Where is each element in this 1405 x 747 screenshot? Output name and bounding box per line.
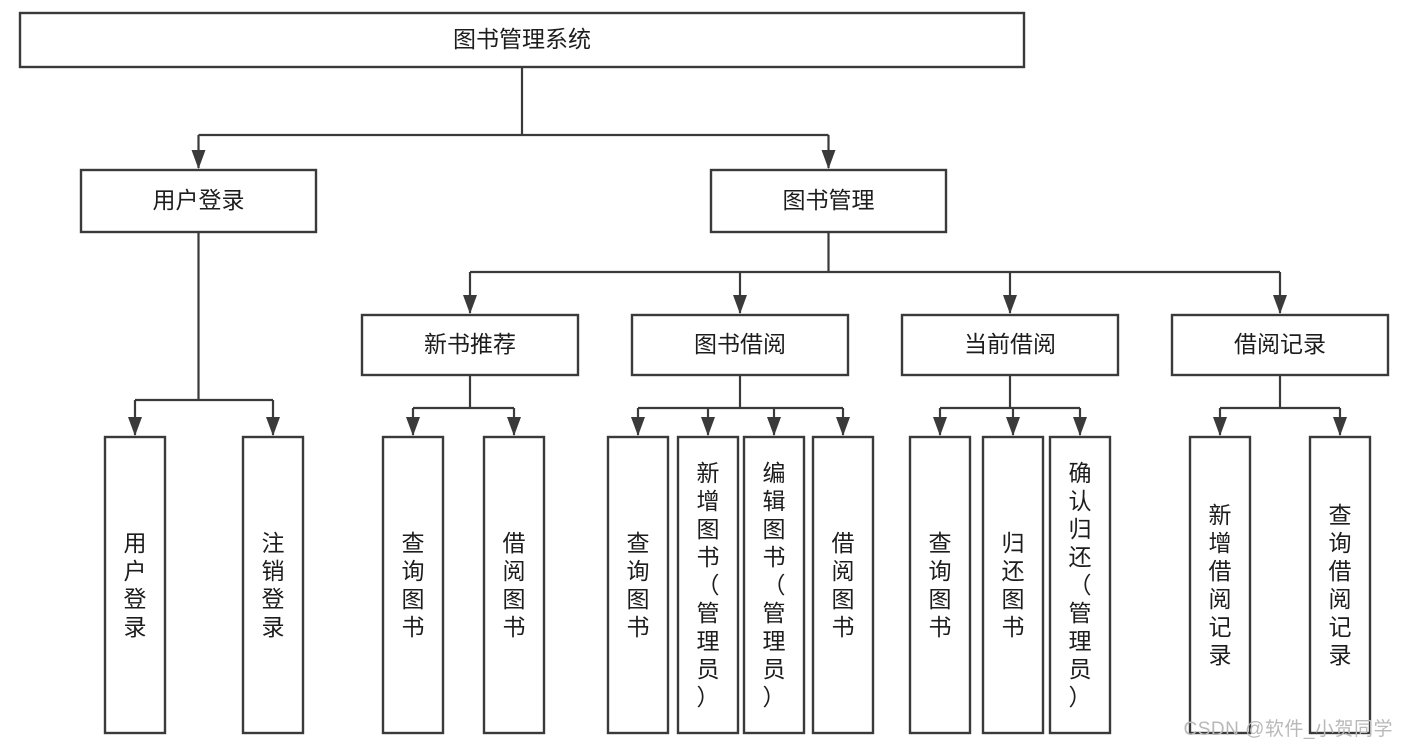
- node-box-rect: [709, 168, 948, 234]
- node-box-rect: [1188, 435, 1252, 735]
- arrow-head: [1073, 417, 1087, 436]
- arrow-head: [767, 417, 781, 436]
- arrow-head: [933, 417, 947, 436]
- node-box-rect: [981, 435, 1045, 735]
- connectors-layer: [128, 67, 1347, 436]
- arrow-head: [128, 417, 142, 436]
- node-label: 新增借阅记录: [1209, 502, 1232, 668]
- arrow-head: [507, 417, 521, 436]
- arrow-head: [191, 150, 206, 169]
- node-label: 借阅记录: [1234, 331, 1326, 357]
- node-label: 新增图书（管理员）: [697, 460, 720, 710]
- node-l2-当前借阅[interactable]: 当前借阅: [900, 313, 1120, 377]
- node-label: 图书借阅: [694, 331, 786, 357]
- node-leaf-注销登录[interactable]: 注销登录: [241, 435, 305, 735]
- arrow-head: [733, 295, 747, 314]
- node-label: 用户登录: [153, 187, 245, 213]
- node-label: 借阅图书: [832, 530, 855, 640]
- nodes-layer: 图书管理系统用户登录图书管理新书推荐图书借阅当前借阅借阅记录用户登录注销登录查询…: [18, 11, 1390, 735]
- node-box-rect: [79, 168, 318, 234]
- node-label: 用户登录: [124, 530, 147, 640]
- node-box-rect: [18, 11, 1026, 69]
- node-label: 借阅图书: [503, 530, 526, 640]
- arrow-head: [406, 417, 420, 436]
- node-label: 编辑图书（管理员）: [763, 460, 786, 710]
- node-label: 确认归还（管理员）: [1069, 460, 1092, 710]
- node-label: 新书推荐: [424, 331, 516, 357]
- node-leaf-用户登录[interactable]: 用户登录: [103, 435, 167, 735]
- node-box-rect: [676, 435, 740, 735]
- node-box-rect: [900, 313, 1120, 377]
- node-box-rect: [1170, 313, 1390, 377]
- node-l2-图书借阅[interactable]: 图书借阅: [630, 313, 850, 377]
- node-box-rect: [360, 313, 580, 377]
- node-leaf-查询图书[interactable]: 查询图书: [381, 435, 445, 735]
- node-leaf-查询借阅记录[interactable]: 查询借阅记录: [1308, 435, 1372, 735]
- node-l2-借阅记录[interactable]: 借阅记录: [1170, 313, 1390, 377]
- node-label: 归还图书: [1002, 530, 1025, 640]
- arrow-head: [1003, 295, 1017, 314]
- arrow-head: [836, 417, 850, 436]
- node-box-rect: [381, 435, 445, 735]
- node-box-rect: [482, 435, 546, 735]
- node-leaf-编辑图书管理员[interactable]: 编辑图书（管理员）: [742, 435, 806, 735]
- node-box-rect: [1048, 435, 1112, 735]
- node-leaf-新增借阅记录[interactable]: 新增借阅记录: [1188, 435, 1252, 735]
- arrow-head: [821, 150, 836, 169]
- node-box-rect: [103, 435, 167, 735]
- node-label: 当前借阅: [964, 331, 1056, 357]
- node-box-rect: [630, 313, 850, 377]
- node-l1-图书管理[interactable]: 图书管理: [709, 168, 948, 234]
- node-label: 查询借阅记录: [1329, 502, 1352, 668]
- arrow-head: [463, 295, 477, 314]
- node-box-rect: [606, 435, 670, 735]
- node-leaf-借阅图书[interactable]: 借阅图书: [482, 435, 546, 735]
- node-root-图书管理系统[interactable]: 图书管理系统: [18, 11, 1026, 69]
- node-leaf-确认归还管理员[interactable]: 确认归还（管理员）: [1048, 435, 1112, 735]
- arrow-head: [266, 417, 280, 436]
- node-leaf-借阅图书[interactable]: 借阅图书: [811, 435, 875, 735]
- node-label: 查询图书: [402, 530, 425, 640]
- node-label: 注销登录: [262, 530, 285, 640]
- node-leaf-新增图书管理员[interactable]: 新增图书（管理员）: [676, 435, 740, 735]
- node-label: 查询图书: [627, 530, 650, 640]
- node-box-rect: [241, 435, 305, 735]
- arrow-head: [1273, 295, 1287, 314]
- node-box-rect: [908, 435, 972, 735]
- node-leaf-查询图书[interactable]: 查询图书: [606, 435, 670, 735]
- node-box-rect: [811, 435, 875, 735]
- node-label: 图书管理: [783, 187, 875, 213]
- node-l2-新书推荐[interactable]: 新书推荐: [360, 313, 580, 377]
- node-l1-用户登录[interactable]: 用户登录: [79, 168, 318, 234]
- arrow-head: [1333, 417, 1347, 436]
- arrow-head: [631, 417, 645, 436]
- node-box-rect: [1308, 435, 1372, 735]
- node-leaf-查询图书[interactable]: 查询图书: [908, 435, 972, 735]
- arrow-head: [1006, 417, 1020, 436]
- node-leaf-归还图书[interactable]: 归还图书: [981, 435, 1045, 735]
- arrow-head: [701, 417, 715, 436]
- node-label: 查询图书: [929, 530, 952, 640]
- node-label: 图书管理系统: [453, 26, 591, 52]
- node-box-rect: [742, 435, 806, 735]
- arrow-head: [1213, 417, 1227, 436]
